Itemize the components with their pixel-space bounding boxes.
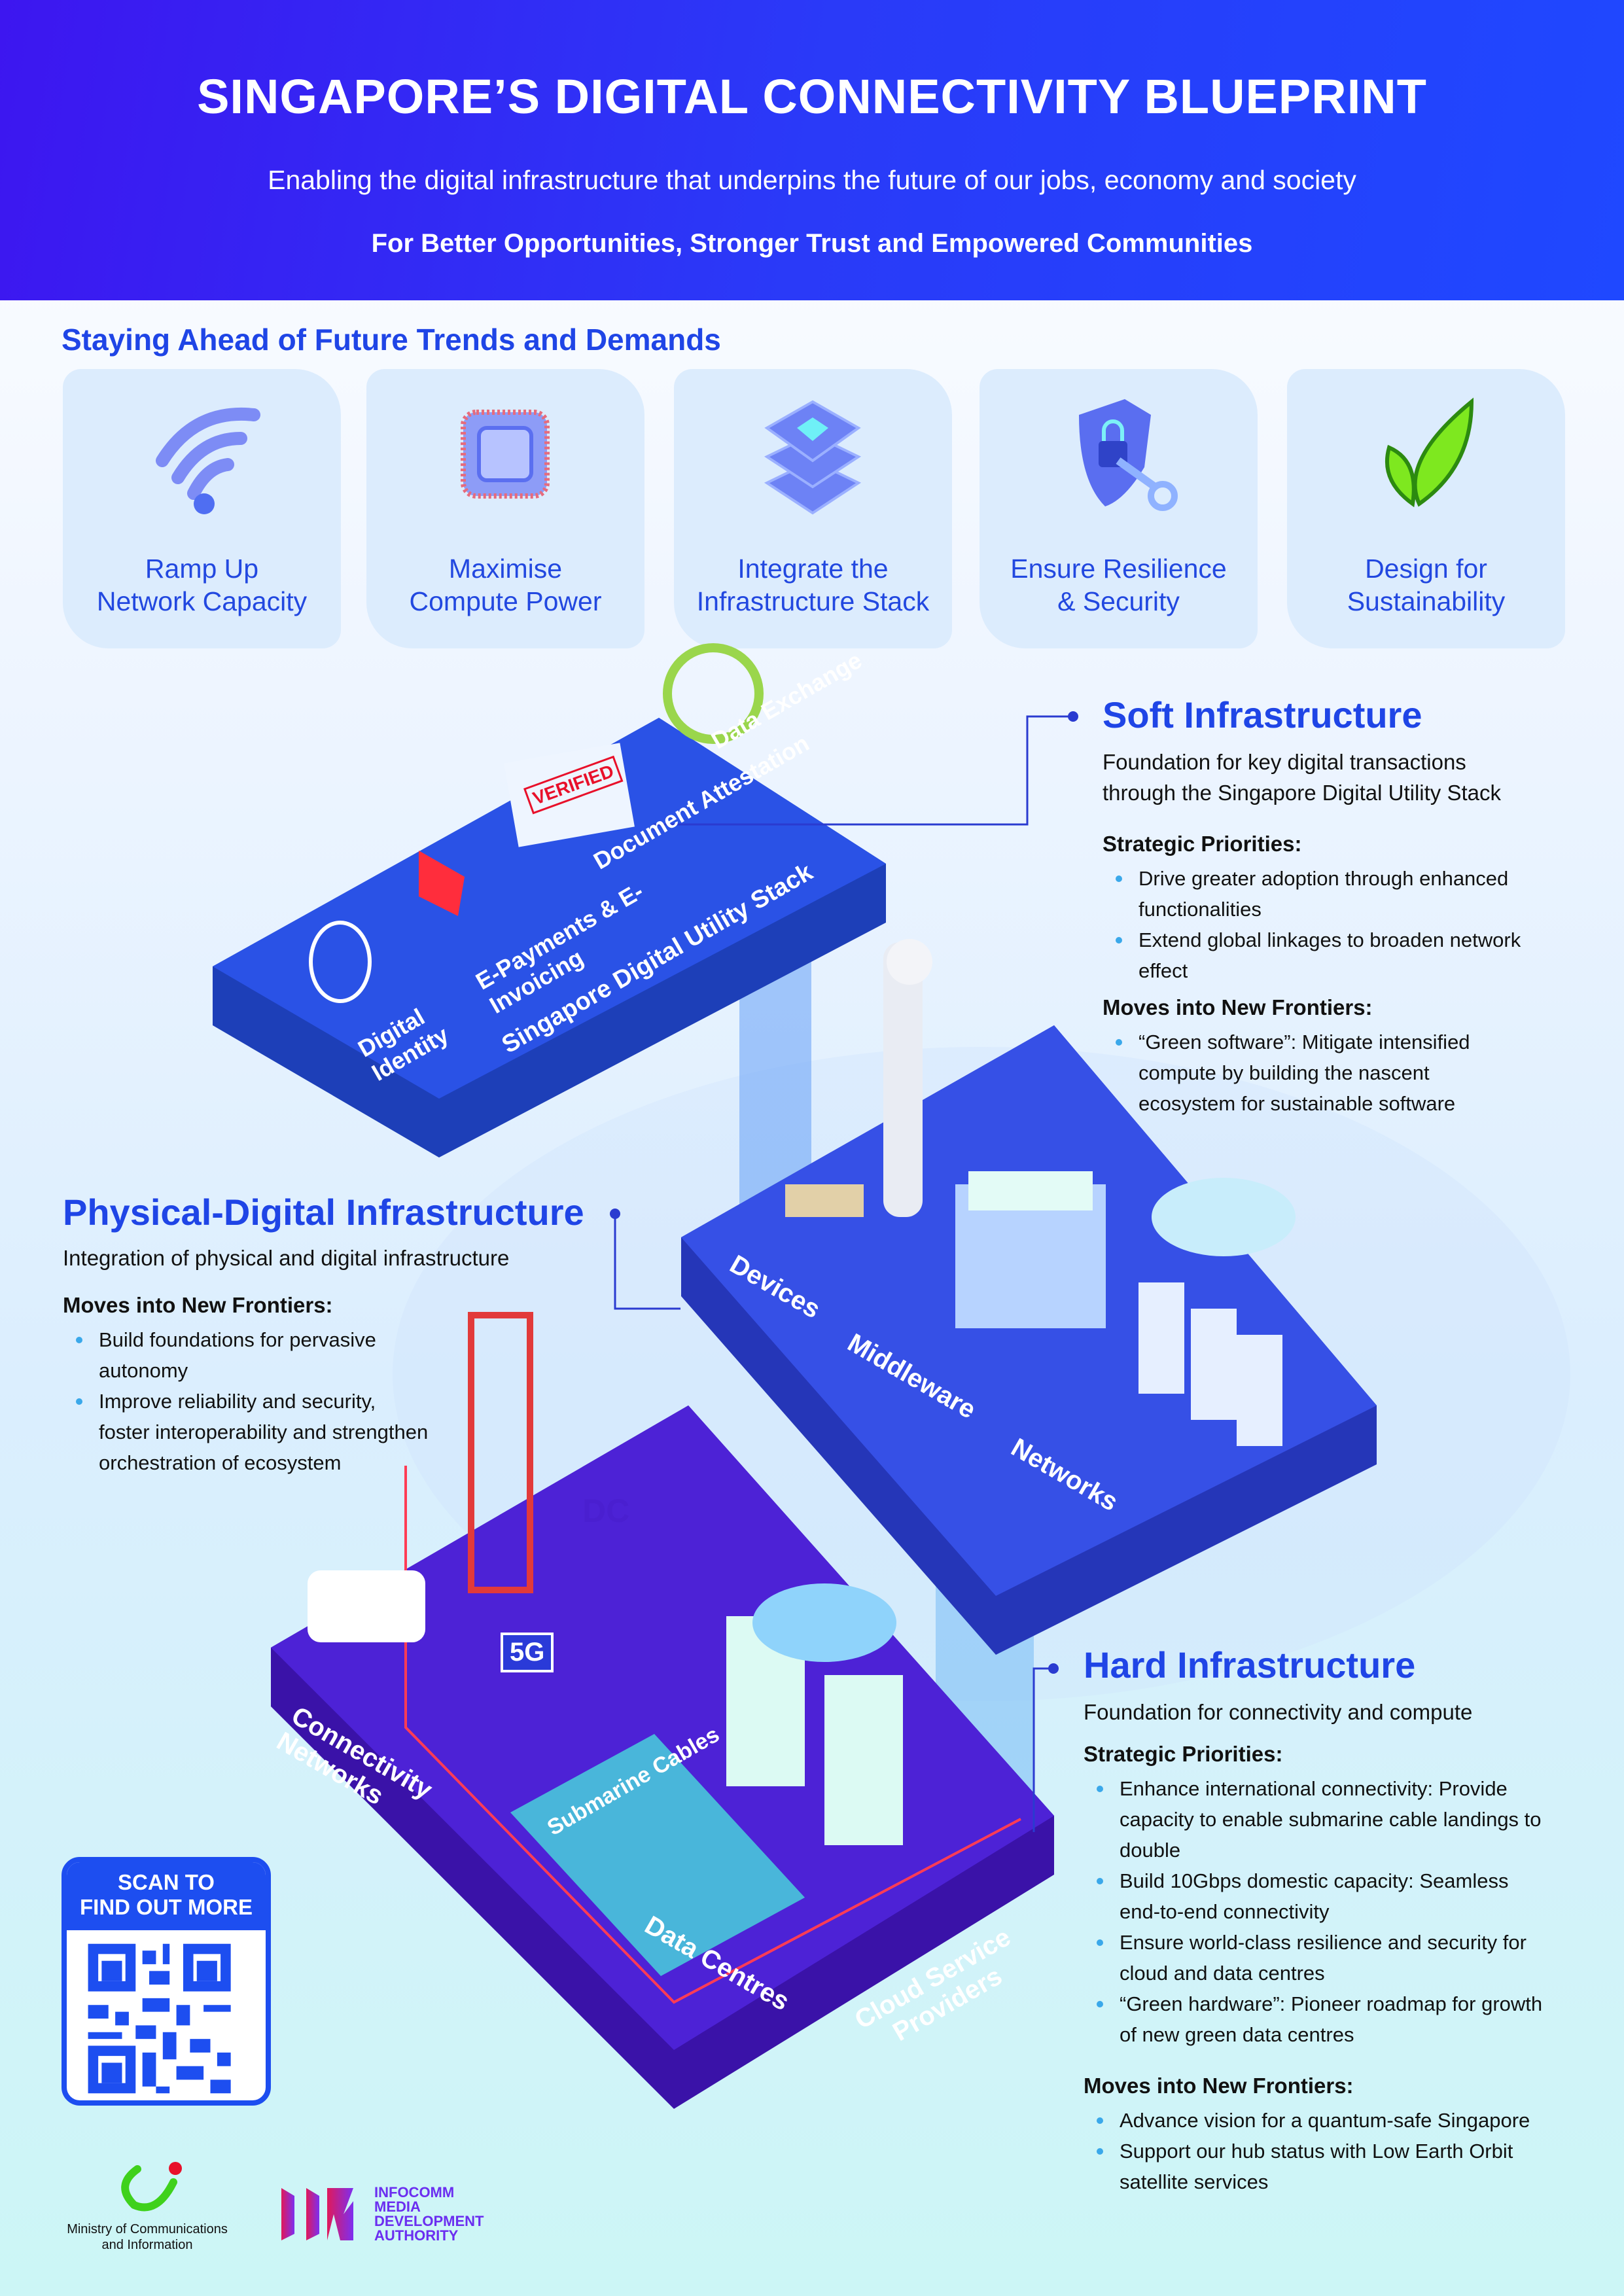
soft-title: Soft Infrastructure [1103, 694, 1422, 735]
fingerprint-icon [309, 921, 372, 1003]
header-banner: SINGAPORE’S DIGITAL CONNECTIVITY BLUEPRI… [0, 0, 1624, 300]
bullet: Ensure world-class resilience and securi… [1084, 1927, 1555, 1988]
imda-logo-text: INFOCOMM MEDIA DEVELOPMENT AUTHORITY [374, 2184, 484, 2244]
bullet: Build 10Gbps domestic capacity: Seamless… [1084, 1865, 1555, 1927]
desc-line: through the Singapore Digital Utility St… [1103, 781, 1501, 805]
physical-digital-section: Physical-Digital Infrastructure Integrat… [63, 1191, 626, 1478]
card-label: Integrate the [737, 554, 889, 584]
card-label: Compute Power [409, 586, 602, 616]
soft-desc: Foundation for key digital transactions t… [1103, 747, 1600, 808]
card-label: Network Capacity [96, 586, 308, 616]
bullet: “Green software”: Mitigate intensified c… [1103, 1027, 1508, 1119]
soft-infrastructure-section: Soft Infrastructure Foundation for key d… [1103, 694, 1600, 1119]
card-label: Maximise [448, 554, 563, 584]
physical-frontiers-label: Moves into New Frontiers: [63, 1293, 333, 1317]
hard-desc: Foundation for connectivity and compute [1084, 1700, 1473, 1724]
bullet: Build foundations for pervasive autonomy [63, 1324, 429, 1386]
soft-infrastructure-platform [213, 643, 886, 1157]
hard-title: Hard Infrastructure [1084, 1644, 1416, 1686]
bullet: Extend global linkages to broaden networ… [1103, 925, 1574, 986]
5g-chip-label: 5G [501, 1633, 554, 1672]
card-label: & Security [1057, 586, 1180, 616]
bullet: Drive greater adoption through enhanced … [1103, 863, 1574, 925]
trend-card-security: Ensure Resilience& Security [980, 369, 1258, 648]
wifi-icon [156, 407, 260, 514]
bullet: Improve reliability and security, foster… [63, 1386, 429, 1478]
physical-title: Physical-Digital Infrastructure [63, 1192, 584, 1233]
trends-heading: Staying Ahead of Future Trends and Deman… [62, 323, 721, 357]
card-label: Ramp Up [145, 554, 259, 584]
imda-logo: INFOCOMM MEDIA DEVELOPMENT AUTHORITY [281, 2185, 499, 2243]
card-label: Infrastructure Stack [696, 586, 930, 616]
card-label: Sustainability [1347, 586, 1506, 616]
tagline: For Better Opportunities, Stronger Trust… [371, 229, 1253, 258]
hard-priorities-label: Strategic Priorities: [1084, 1742, 1283, 1766]
qr-label: FIND OUT MORE [80, 1895, 253, 1919]
robot-figure [883, 942, 923, 1217]
mci-logo-text: Ministry of Communications and Informati… [67, 2222, 228, 2252]
data-exchange-icon [663, 643, 764, 744]
shield-lock-icon [1079, 399, 1178, 511]
bullet: Enhance international connectivity: Prov… [1084, 1773, 1555, 1865]
dc-label: DC [582, 1492, 630, 1529]
card-label: Design for [1365, 554, 1487, 584]
imda-logo-mark [281, 2188, 353, 2240]
hard-infrastructure-section: Hard Infrastructure Foundation for conne… [1084, 1644, 1594, 2197]
page-title: SINGAPORE’S DIGITAL CONNECTIVITY BLUEPRI… [197, 69, 1427, 124]
hard-frontiers-label: Moves into New Frontiers: [1084, 2074, 1354, 2098]
card-label: Ensure Resilience [1010, 554, 1227, 584]
hard-infrastructure-platform [271, 1312, 1054, 2109]
bullet: “Green hardware”: Pioneer roadmap for gr… [1084, 1988, 1555, 2050]
desc-line: Foundation for key digital transactions [1103, 750, 1466, 774]
layers-icon [764, 400, 862, 515]
soft-frontiers-label: Moves into New Frontiers: [1103, 995, 1373, 1019]
submarine-cables-zone [510, 1734, 805, 1976]
soft-priorities-label: Strategic Priorities: [1103, 832, 1302, 856]
dollar-icon [419, 851, 465, 916]
chip-icon [461, 410, 550, 499]
qr-code-icon [88, 1943, 231, 2094]
document-icon [504, 743, 635, 847]
page-subtitle: Enabling the digital infrastructure that… [268, 165, 1356, 195]
physical-desc: Integration of physical and digital infr… [63, 1246, 510, 1270]
mci-logo: Ministry of Communications and Informati… [59, 2159, 236, 2253]
bullet: Support our hub status with Low Earth Or… [1084, 2136, 1555, 2197]
mci-logo-mark [121, 2162, 182, 2212]
bullet: Advance vision for a quantum-safe Singap… [1084, 2105, 1555, 2136]
qr-label: SCAN TO [118, 1870, 215, 1894]
leaf-icon [1385, 397, 1474, 508]
drone [785, 1184, 864, 1217]
physical-digital-platform [681, 939, 1377, 1655]
